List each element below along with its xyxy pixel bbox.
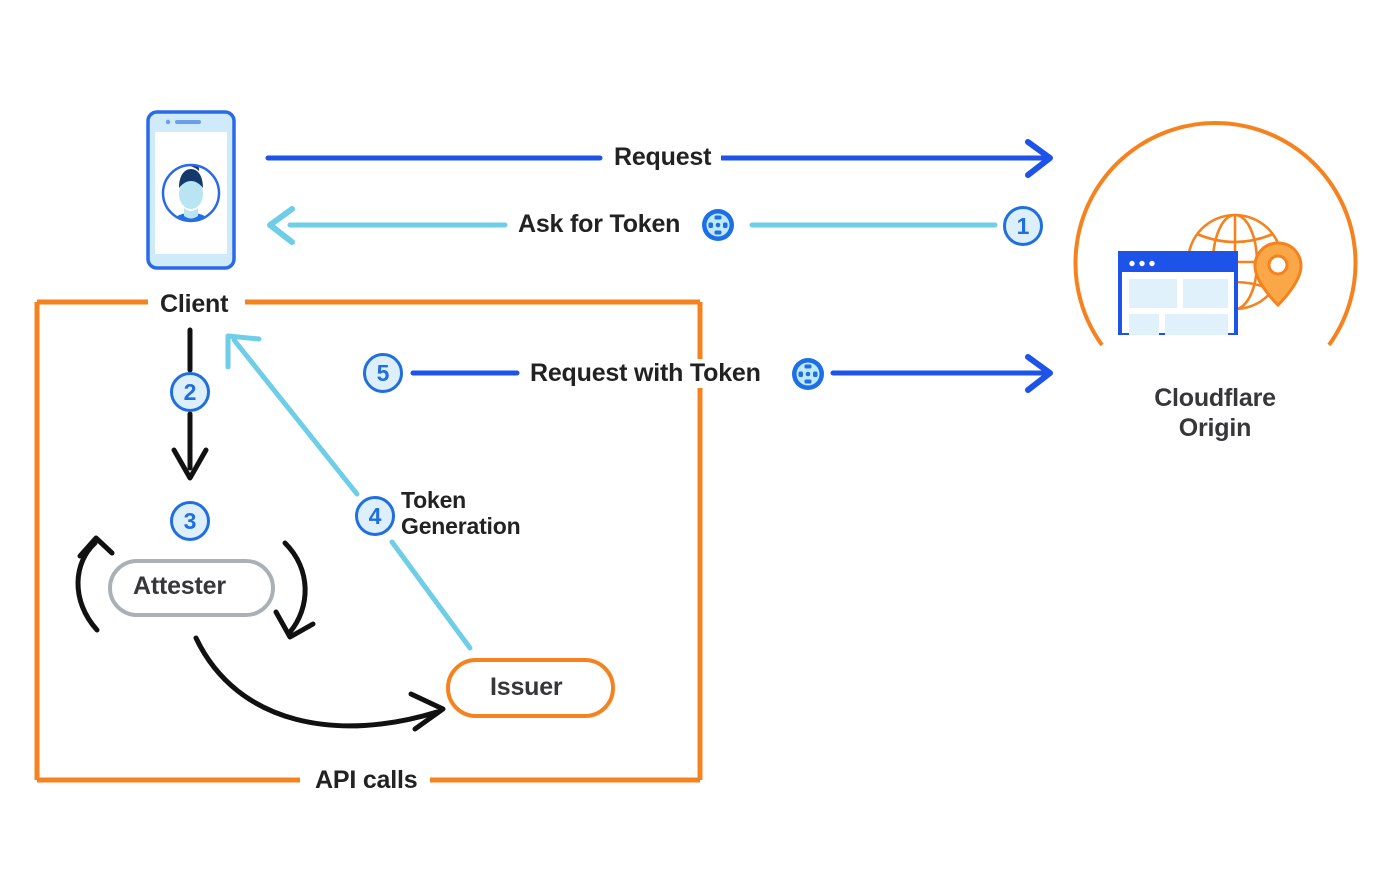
attester-label: Attester	[133, 572, 226, 600]
mobile-phone-user-icon[interactable]	[146, 110, 236, 270]
issuer-label: Issuer	[490, 673, 563, 701]
flow-ask-for-token-arrow	[267, 206, 998, 245]
flow-label-request-with-token: Request with Token	[520, 359, 771, 388]
flow-client-to-attester-arrow	[171, 327, 209, 481]
cloudflare-origin-label: Cloudflare Origin	[1154, 384, 1276, 442]
step-number-1: 1	[1003, 206, 1043, 246]
step-number-5: 5	[363, 353, 403, 393]
step-number-4: 4	[355, 496, 395, 536]
flow-label-ask-for-token: Ask for Token	[508, 210, 691, 239]
issuer-node[interactable]	[446, 658, 615, 718]
token-icon	[792, 358, 824, 390]
token-icon	[702, 209, 734, 241]
flow-request-with-token-arrow	[410, 354, 1053, 393]
flow-request-arrow	[265, 139, 1053, 178]
step-number-3: 3	[170, 501, 210, 541]
attester-node[interactable]	[108, 559, 275, 617]
browser-window-icon	[1118, 251, 1238, 335]
globe-browser-pin-icon	[1118, 213, 1303, 335]
attester-loop-arrows	[75, 535, 446, 732]
boundary-label-client: Client	[150, 290, 239, 319]
flow-label-request: Request	[604, 143, 722, 172]
cloudflare-origin-circle	[1073, 121, 1358, 347]
flow-label-token-generation: Token Generation	[401, 487, 521, 539]
step-number-2: 2	[170, 372, 210, 412]
user-avatar-icon	[161, 163, 221, 223]
flow-token-generation-arrow	[225, 333, 473, 651]
map-pin-icon	[1253, 241, 1303, 308]
boundary-label-api-calls: API calls	[305, 766, 428, 795]
